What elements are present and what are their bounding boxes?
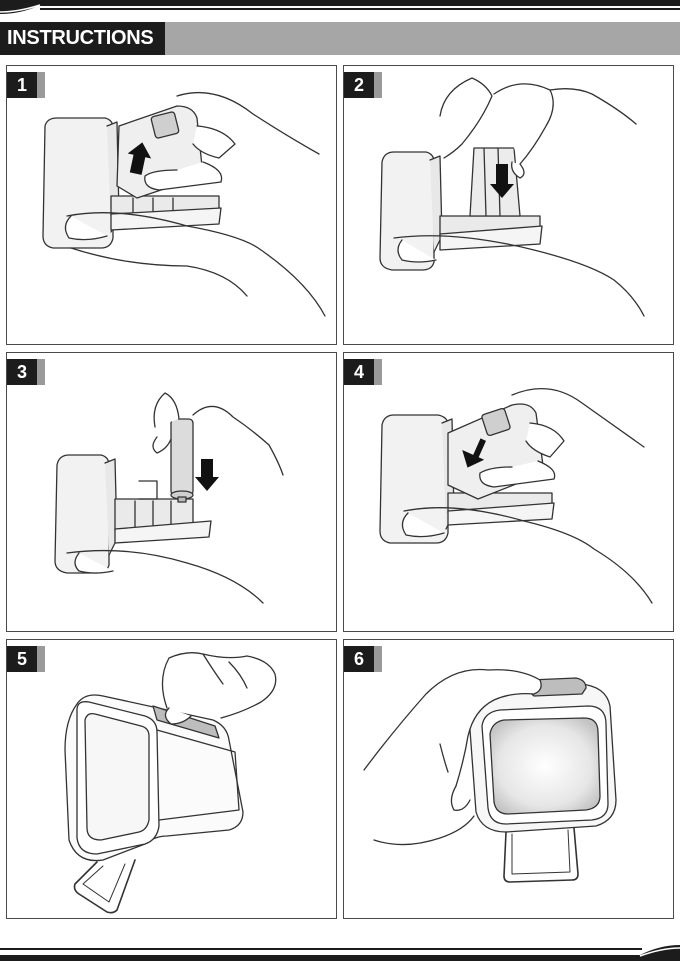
step-badge: 5 [7, 646, 45, 672]
top-border-ornament [0, 0, 680, 14]
step-panel-4: 4 [343, 352, 674, 632]
step-badge: 4 [344, 359, 382, 385]
illustration-open-battery-cover [42, 91, 326, 317]
step-number: 2 [344, 72, 374, 98]
illustration-insert-slide [64, 652, 277, 914]
step-panel-2: 2 [343, 65, 674, 345]
step-panel-5: 5 [6, 639, 337, 919]
step-badge-tab [374, 359, 382, 385]
step-panel-1: 1 [6, 65, 337, 345]
step-badge-tab [37, 646, 45, 672]
step-badge-tab [37, 359, 45, 385]
step-badge: 3 [7, 359, 45, 385]
step-panel-3: 3 [6, 352, 337, 632]
illustration-view-slide [363, 668, 617, 883]
step-badge-tab [374, 72, 382, 98]
illustration-close-battery-cover [379, 388, 653, 604]
step-number: 5 [7, 646, 37, 672]
step-badge-tab [37, 72, 45, 98]
step-number: 4 [344, 359, 374, 385]
step-number: 6 [344, 646, 374, 672]
illustration-insert-battery [54, 392, 284, 604]
step-panel-6: 6 [343, 639, 674, 919]
section-header: INSTRUCTIONS [0, 22, 680, 55]
step-badge: 1 [7, 72, 45, 98]
step-badge: 2 [344, 72, 382, 98]
section-title: INSTRUCTIONS [0, 22, 165, 55]
step-number: 1 [7, 72, 37, 98]
step-badge-tab [374, 646, 382, 672]
illustration-insert-battery-tray [379, 77, 645, 317]
bottom-border-ornament [0, 945, 680, 961]
step-badge: 6 [344, 646, 382, 672]
step-number: 3 [7, 359, 37, 385]
